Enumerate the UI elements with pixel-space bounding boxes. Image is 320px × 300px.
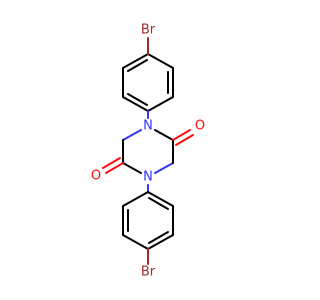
bond (122, 96, 149, 112)
carbonyl-bond-right (172, 129, 191, 141)
oxygen-atom-label-1: O (195, 119, 205, 134)
bromine-atom-label-bottom: Br (141, 265, 156, 280)
bond-inner (148, 197, 169, 210)
bond (147, 53, 174, 69)
oxygen-atom-label-2: O (91, 169, 101, 184)
bond (122, 162, 142, 174)
carbonyl-bond-left (105, 162, 124, 174)
bond-n1-c (122, 129, 142, 141)
bond-inner (148, 231, 169, 244)
piperazine-dione-ring (102, 129, 194, 174)
top-bromophenyl-ring (122, 53, 174, 112)
bond (122, 191, 149, 207)
bond (154, 129, 174, 141)
carbonyl-bond-left-double (102, 157, 121, 169)
bond-inner (127, 93, 148, 106)
nitrogen-atom-label-2: N (143, 170, 153, 185)
bond (147, 234, 174, 250)
bond-inner (127, 59, 148, 72)
bond (122, 53, 149, 69)
bond (122, 234, 149, 250)
carbonyl-bond-right-double (175, 134, 194, 146)
bromine-atom-label-top: Br (141, 23, 156, 38)
nitrogen-atom-label-1: N (143, 119, 153, 134)
bond (147, 191, 174, 207)
bond (147, 96, 174, 112)
bottom-bromophenyl-ring (122, 191, 174, 250)
molecule-diagram: Br N O O N Br (91, 23, 205, 280)
bond-n2-c (154, 162, 174, 174)
